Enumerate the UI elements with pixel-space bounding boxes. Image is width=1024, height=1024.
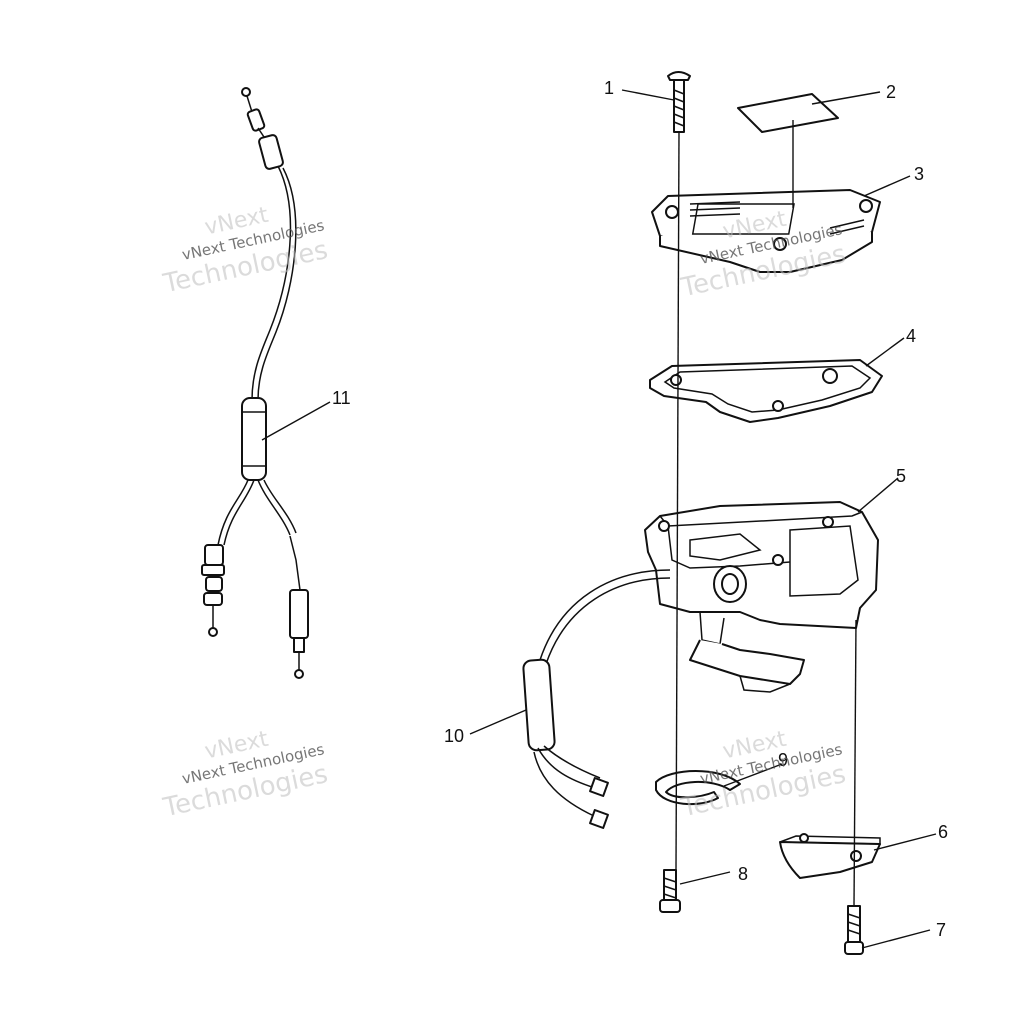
callout-4: 4 bbox=[906, 326, 916, 346]
part-2-decal bbox=[737, 93, 839, 133]
leader-lines bbox=[261, 89, 937, 949]
part-11-cable-assembly bbox=[201, 87, 309, 679]
part-1-screw bbox=[667, 71, 691, 133]
watermark-bottom-left: vNext vNext Technologies Technologies bbox=[160, 727, 331, 824]
watermark-bottom-right: vNext vNext Technologies Technologies bbox=[678, 727, 849, 824]
callout-2: 2 bbox=[886, 82, 896, 102]
part-10-wire-harness bbox=[522, 569, 671, 829]
callout-1: 1 bbox=[604, 78, 614, 98]
callout-3: 3 bbox=[914, 164, 924, 184]
callout-labels: 1 2 3 4 5 6 7 8 9 10 11 bbox=[332, 78, 948, 940]
part-3-cover-plate bbox=[651, 189, 881, 273]
part-6-clamp bbox=[779, 833, 881, 879]
callout-10: 10 bbox=[444, 726, 464, 746]
assembly-axis-lines bbox=[675, 120, 857, 907]
part-8-screw bbox=[659, 869, 681, 913]
part-4-gasket bbox=[649, 359, 883, 423]
callout-5: 5 bbox=[896, 466, 906, 486]
watermark-top-left: vNext vNext Technologies Technologies bbox=[160, 203, 331, 300]
callout-9: 9 bbox=[778, 750, 788, 770]
callout-7: 7 bbox=[936, 920, 946, 940]
callout-6: 6 bbox=[938, 822, 948, 842]
callout-11: 11 bbox=[332, 388, 351, 408]
part-5-throttle-housing bbox=[644, 501, 879, 693]
callout-8: 8 bbox=[738, 864, 748, 884]
part-7-screw bbox=[844, 905, 864, 955]
